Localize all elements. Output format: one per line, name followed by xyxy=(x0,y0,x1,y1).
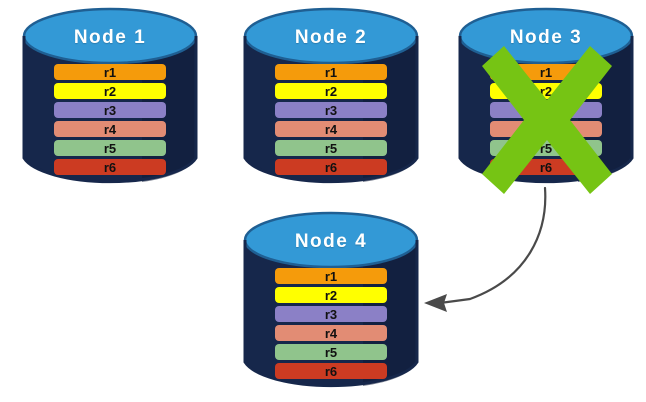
data-row[interactable]: r2 xyxy=(490,83,602,99)
data-row[interactable]: r5 xyxy=(275,344,387,360)
row-label: r5 xyxy=(324,344,338,360)
row-label: r6 xyxy=(539,159,553,175)
node-cylinder-2[interactable]: Node 2 r1 r2 r3 r4 r5 r6 xyxy=(243,6,419,188)
node-cylinder-1[interactable]: Node 1 r1 r2 r3 r4 r5 r6 xyxy=(22,6,198,188)
data-row[interactable]: r3 xyxy=(275,306,387,322)
data-row[interactable]: r2 xyxy=(54,83,166,99)
arrowhead-icon xyxy=(424,294,447,312)
row-label: r1 xyxy=(539,64,553,80)
data-row[interactable]: r6 xyxy=(54,159,166,175)
row-label: r1 xyxy=(103,64,117,80)
data-row[interactable]: r3 xyxy=(275,102,387,118)
data-row[interactable]: r6 xyxy=(275,363,387,379)
data-row[interactable]: r2 xyxy=(275,83,387,99)
row-label: r4 xyxy=(324,325,338,341)
data-row[interactable]: r1 xyxy=(275,64,387,80)
row-label: r3 xyxy=(539,102,553,118)
row-label: r4 xyxy=(103,121,117,137)
row-label: r2 xyxy=(324,287,338,303)
node-cylinder-3[interactable]: Node 3 r1 r2 r3 r4 r5 r6 xyxy=(458,6,634,194)
row-label: r2 xyxy=(539,83,553,99)
row-label: r5 xyxy=(103,140,117,156)
data-row[interactable]: r2 xyxy=(275,287,387,303)
row-list-3: r1 r2 r3 r4 r5 r6 xyxy=(458,64,634,175)
row-label: r3 xyxy=(324,306,338,322)
data-row[interactable]: r5 xyxy=(54,140,166,156)
row-label: r1 xyxy=(324,268,338,284)
data-row[interactable]: r3 xyxy=(490,102,602,118)
row-list-4: r1 r2 r3 r4 r5 r6 xyxy=(243,268,419,379)
row-label: r4 xyxy=(539,121,553,137)
row-list-1: r1 r2 r3 r4 r5 r6 xyxy=(22,64,198,175)
row-label: r4 xyxy=(324,121,338,137)
data-row[interactable]: r5 xyxy=(490,140,602,156)
row-label: r5 xyxy=(539,140,553,156)
data-row[interactable]: r4 xyxy=(275,325,387,341)
data-row[interactable]: r6 xyxy=(490,159,602,175)
data-row[interactable]: r1 xyxy=(490,64,602,80)
row-label: r2 xyxy=(324,83,338,99)
row-list-2: r1 r2 r3 r4 r5 r6 xyxy=(243,64,419,175)
data-row[interactable]: r5 xyxy=(275,140,387,156)
data-row[interactable]: r1 xyxy=(275,268,387,284)
row-label: r3 xyxy=(324,102,338,118)
data-row[interactable]: r3 xyxy=(54,102,166,118)
row-label: r6 xyxy=(103,159,117,175)
data-row[interactable]: r4 xyxy=(490,121,602,137)
row-label: r3 xyxy=(103,102,117,118)
data-row[interactable]: r4 xyxy=(54,121,166,137)
data-row[interactable]: r4 xyxy=(275,121,387,137)
data-row[interactable]: r6 xyxy=(275,159,387,175)
row-label: r6 xyxy=(324,363,338,379)
row-label: r5 xyxy=(324,140,338,156)
row-label: r1 xyxy=(324,64,338,80)
row-label: r2 xyxy=(103,83,117,99)
row-label: r6 xyxy=(324,159,338,175)
node-cylinder-4[interactable]: Node 4 r1 r2 r3 r4 r5 r6 xyxy=(243,210,419,392)
data-row[interactable]: r1 xyxy=(54,64,166,80)
